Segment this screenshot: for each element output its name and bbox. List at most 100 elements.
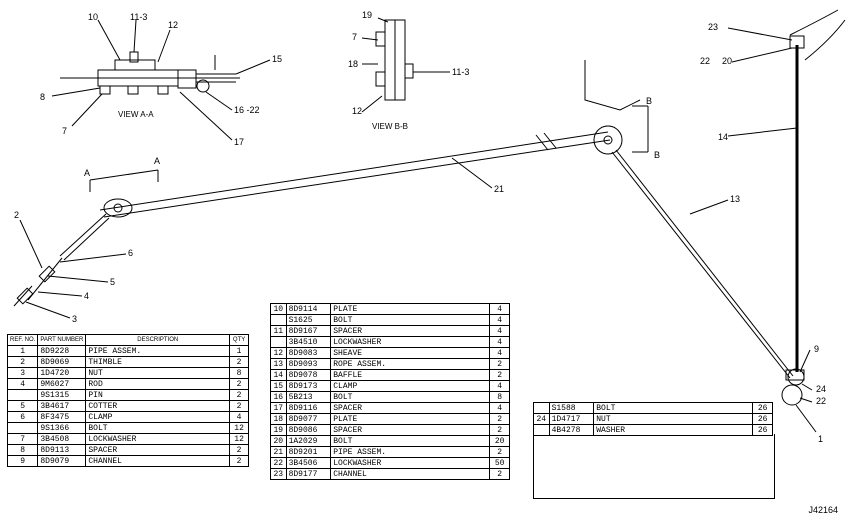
part-number-cell: 8D9078 (285, 369, 332, 381)
parts-table-1: REF. NO. PART NUMBER DESCRIPTION QTY 1 8 D… (6, 334, 249, 467)
description-cell: BOLT (593, 402, 754, 414)
part-number-cell: 8D9114 (285, 303, 332, 315)
part-number-cell: 8D9086 (285, 424, 332, 436)
callout-22-bottom: 22 (816, 396, 826, 406)
ref-cell: 12 (270, 347, 287, 359)
ref-cell: 23 (270, 468, 287, 480)
description-cell: PLATE (330, 413, 491, 425)
callout-20: 20 (722, 56, 732, 66)
description-cell: BOLT (330, 435, 491, 447)
callout-22-top: 22 (700, 56, 710, 66)
qty-cell: 2 (489, 424, 510, 436)
qty-cell: 2 (229, 389, 249, 401)
ref-cell: 21 (270, 446, 287, 458)
qty-cell: 2 (489, 446, 510, 458)
callout-9: 9 (814, 344, 819, 354)
callout-14: 14 (718, 132, 728, 142)
callout-12-b: 12 (352, 106, 362, 116)
callout-6: 6 (128, 248, 133, 258)
part-number-cell: S1588 (548, 402, 595, 414)
description-cell: SPACER (85, 444, 231, 456)
callout-7-a: 7 (62, 126, 67, 136)
description-cell: NUT (85, 367, 231, 379)
qty-cell: 4 (489, 303, 510, 315)
header-desc: DESCRIPTION (85, 334, 231, 346)
table-header-row: REF. NO. PART NUMBER DESCRIPTION QTY (6, 334, 249, 346)
qty-cell: 8 (489, 391, 510, 403)
callout-17: 17 (234, 137, 244, 147)
part-number-cell: 8D9093 (285, 358, 332, 370)
part-number-cell: 8D9177 (285, 468, 332, 480)
part-number-cell: 8D9083 (285, 347, 332, 359)
callout-7-b: 7 (352, 32, 357, 42)
part-number-cell: 8F3475 (37, 411, 87, 423)
qty-cell: 1 (229, 345, 249, 357)
qty-cell: 26 (752, 424, 773, 436)
ref-cell: 20 (270, 435, 287, 447)
ref-cell: 1 (6, 345, 39, 357)
part-number-cell: 1A2029 (285, 435, 332, 447)
part-number-cell: 5B213 (285, 391, 332, 403)
ref-cell: 15 (270, 380, 287, 392)
description-cell: PIPE ASSEM. (85, 345, 231, 357)
description-cell: CLAMP (85, 411, 231, 423)
ref-cell (6, 389, 39, 401)
qty-cell: 26 (752, 413, 773, 425)
callout-3: 3 (72, 314, 77, 324)
ref-cell: 2 (6, 356, 39, 368)
ref-cell: 19 (270, 424, 287, 436)
ref-cell: 17 (270, 402, 287, 414)
ref-cell: 13 (270, 358, 287, 370)
callout-23: 23 (708, 22, 718, 32)
qty-cell: 4 (489, 325, 510, 337)
ref-cell (533, 402, 550, 414)
callout-2: 2 (14, 210, 19, 220)
drawing-number: J42164 (808, 505, 838, 515)
callout-11-3-a: 11-3 (130, 12, 147, 22)
view-b-b-label: VIEW B-B (372, 122, 408, 131)
callout-labels: 10 11-3 12 8 7 15 16 -22 17 VIEW A-A 19 … (14, 10, 826, 444)
ref-cell: 6 (6, 411, 39, 423)
part-number-cell: 1D4720 (37, 367, 87, 379)
baffle-cable (781, 9, 846, 406)
qty-cell: 2 (229, 378, 249, 390)
callout-5: 5 (110, 277, 115, 287)
ref-cell: 5 (6, 400, 39, 412)
qty-cell: 2 (229, 444, 249, 456)
callout-10: 10 (88, 12, 98, 22)
qty-cell: 2 (229, 400, 249, 412)
ref-cell: 8 (6, 444, 39, 456)
description-cell: BOLT (330, 314, 491, 326)
section-b-top: B (646, 96, 652, 106)
header-part: PART NUMBER (37, 334, 87, 346)
ref-cell: 16 (270, 391, 287, 403)
qty-cell: 20 (489, 435, 510, 447)
part-number-cell: 1D4717 (548, 413, 595, 425)
section-b-bottom: B (654, 150, 660, 160)
callout-1: 1 (818, 434, 823, 444)
qty-cell: 2 (489, 468, 510, 480)
part-number-cell: 8D9167 (285, 325, 332, 337)
ref-cell: 4 (6, 378, 39, 390)
table-3-blank-area (533, 434, 775, 499)
ref-cell: 11 (270, 325, 287, 337)
description-cell: THIMBLE (85, 356, 231, 368)
rod-linkage (13, 198, 133, 307)
description-cell: LOCKWASHER (330, 457, 491, 469)
ref-cell: 22 (270, 457, 287, 469)
view-a-a-label: VIEW A-A (118, 110, 154, 119)
qty-cell: 2 (229, 356, 249, 368)
